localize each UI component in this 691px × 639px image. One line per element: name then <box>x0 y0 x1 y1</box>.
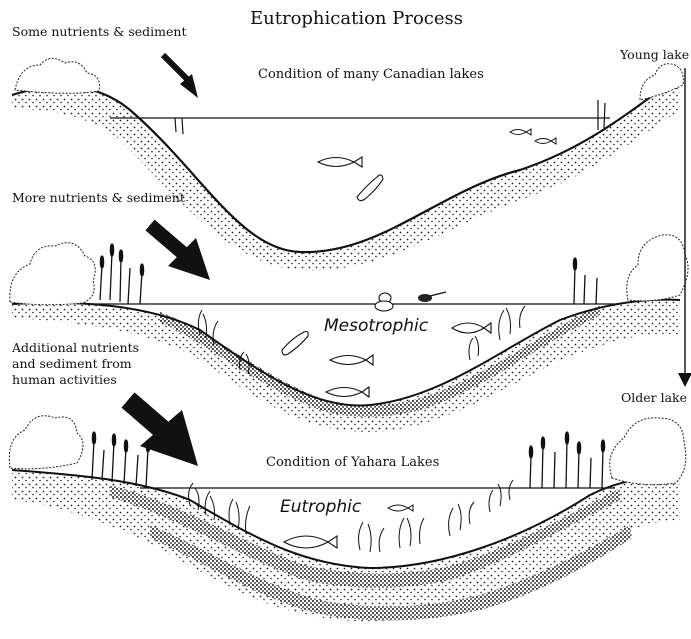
lake-meso-reeds-right <box>573 258 597 304</box>
lake-meso-duck <box>375 293 393 311</box>
lake-eutro-reeds-right <box>529 432 604 488</box>
lake-meso-fish-2 <box>330 355 373 365</box>
lake-young-basin-sediment <box>12 75 680 270</box>
lake-eutro-fish-2 <box>388 505 413 511</box>
lake-eutro-shrub-right <box>610 418 686 485</box>
stage-1-input-label: Some nutrients & sediment <box>12 24 187 40</box>
stage-3-input-line-1: Additional nutrients <box>12 340 139 356</box>
arrow-some-nutrients <box>163 55 198 98</box>
stage-3-input-line-3: human activities <box>12 372 139 388</box>
lake-eutro <box>9 416 685 622</box>
lake-meso-bird <box>418 292 446 302</box>
lake-young-fish-4 <box>535 138 556 144</box>
stage-2-state-label: Mesotrophic <box>324 316 428 336</box>
lake-eutro-fish-1 <box>284 536 337 548</box>
stage-3-state-label: Eutrophic <box>280 497 361 517</box>
lake-meso-reeds-left <box>100 244 144 304</box>
timeline-end-label: Older lake <box>621 390 687 406</box>
lake-eutro-shrub-left <box>9 416 83 469</box>
lake-meso-fish-1 <box>452 323 491 333</box>
lake-young-fish-3 <box>510 129 531 135</box>
lake-meso-shrub-right <box>627 235 688 301</box>
lake-meso-fish-4 <box>282 332 308 355</box>
timeline-start-label: Young lake <box>620 47 689 63</box>
lake-young-fish-2 <box>357 175 383 201</box>
lake-young-reeds <box>175 100 605 134</box>
stage-3-input-line-2: and sediment from <box>12 356 139 372</box>
lake-young-shrub-left <box>15 58 100 93</box>
lake-meso-fish-3 <box>326 387 369 397</box>
lake-young <box>12 58 683 270</box>
stage-3-input-label: Additional nutrients and sediment from h… <box>12 340 139 388</box>
stage-1-caption: Condition of many Canadian lakes <box>258 67 484 83</box>
lake-young-fish-1 <box>318 157 362 167</box>
stage-3-caption: Condition of Yahara Lakes <box>266 455 439 471</box>
lake-meso-shrub-left <box>10 243 95 305</box>
diagram-title: Eutrophication Process <box>250 8 463 29</box>
stage-2-input-label: More nutrients & sediment <box>12 190 185 206</box>
arrow-more-nutrients <box>150 225 210 280</box>
